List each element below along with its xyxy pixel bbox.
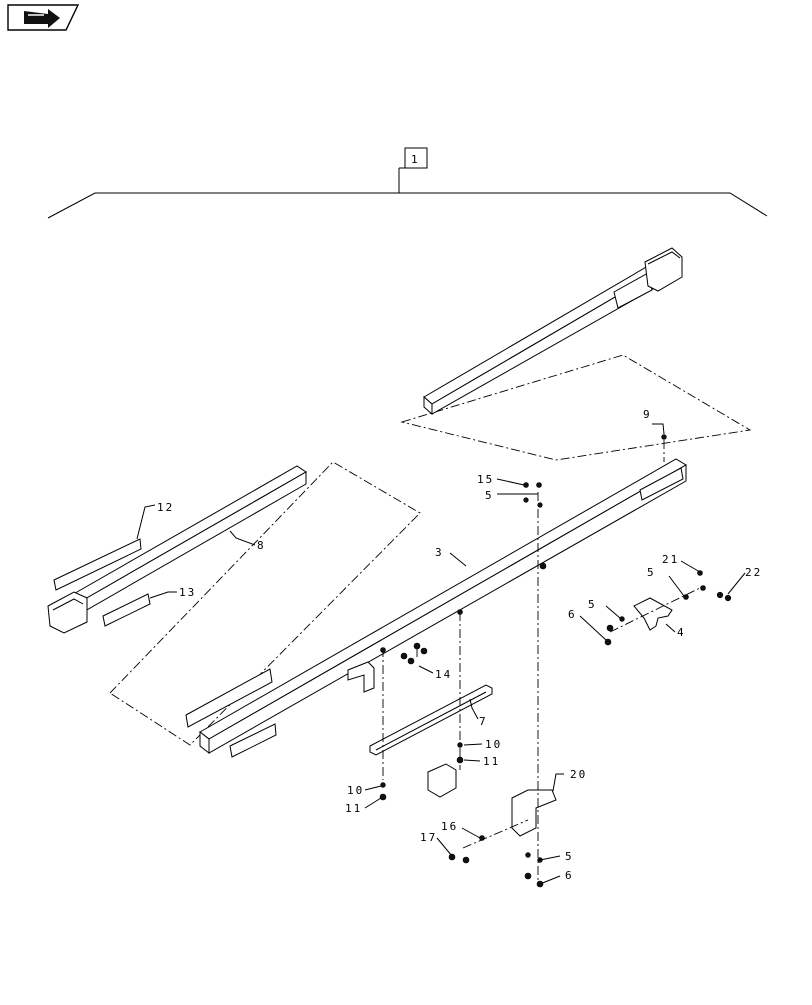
left-light-bar	[47, 465, 307, 634]
callout-15: 15	[477, 473, 494, 486]
callout-5-bottom: 5	[565, 850, 574, 863]
callout-12: 12	[157, 501, 174, 514]
callout-8: 8	[257, 539, 266, 552]
clamp-bracket	[427, 763, 457, 798]
callout-16: 16	[441, 820, 458, 833]
callout-7: 7	[479, 715, 488, 728]
main-beam	[199, 458, 687, 755]
callout-6-bottom: 6	[565, 869, 574, 882]
callout-6-left: 6	[568, 608, 577, 621]
hardware	[379, 434, 732, 888]
callout-21: 21	[662, 553, 679, 566]
callout-5-top: 5	[485, 489, 494, 502]
leader-lines	[136, 423, 746, 885]
assembly-label: 1	[411, 153, 420, 166]
callout-20: 20	[570, 768, 587, 781]
callout-3: 3	[435, 546, 444, 559]
callout-17: 17	[420, 831, 437, 844]
callouts: 12 8 13 3 9 15 5 14 7 10 11 10 11 20 21 …	[157, 408, 762, 882]
bracket-4	[633, 597, 673, 631]
callout-22: 22	[745, 566, 762, 579]
decal-12	[53, 538, 142, 591]
outline-left	[109, 461, 421, 746]
decal-13	[102, 593, 151, 627]
callout-10-left: 10	[347, 784, 364, 797]
arrow-forward-icon[interactable]	[7, 4, 80, 31]
callout-14: 14	[435, 668, 452, 681]
callout-10-right: 10	[485, 738, 502, 751]
callout-5-left: 5	[588, 598, 597, 611]
callout-11-left: 11	[345, 802, 362, 815]
assembly-bracket: 1	[47, 147, 768, 219]
callout-13: 13	[179, 586, 196, 599]
callout-9: 9	[643, 408, 652, 421]
decal-left-upper	[185, 668, 273, 728]
callout-11-right: 11	[483, 755, 500, 768]
hanger-bracket	[347, 661, 375, 693]
axis-lines	[382, 440, 701, 882]
outline-upper-right	[400, 354, 752, 461]
callout-4: 4	[677, 626, 686, 639]
upper-light-bar	[423, 247, 683, 416]
callout-5-mid: 5	[647, 566, 656, 579]
decal-left-lower	[229, 723, 277, 758]
bracket-20	[511, 789, 557, 837]
